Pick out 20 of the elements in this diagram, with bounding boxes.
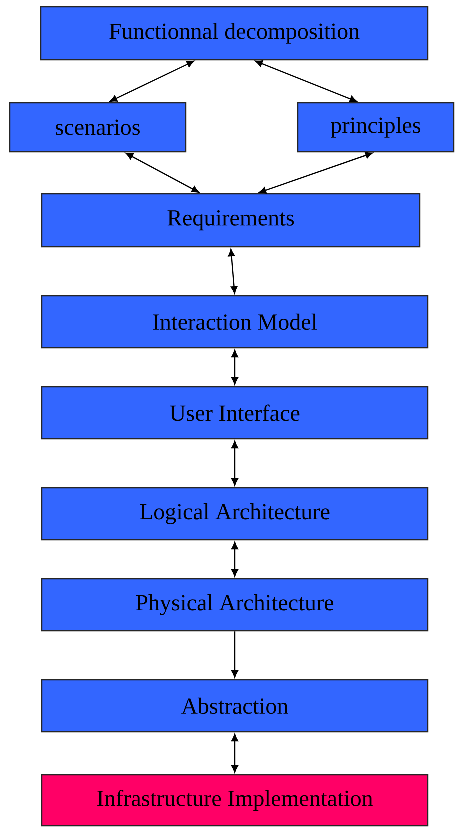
process-box: Physical Architecture xyxy=(41,578,429,632)
process-box: Abstraction xyxy=(41,679,429,733)
process-box: Requirements xyxy=(41,193,421,248)
arrow xyxy=(126,153,200,193)
arrow xyxy=(258,152,374,194)
process-box: Logical Architecture xyxy=(41,487,429,541)
arrow xyxy=(232,350,238,385)
arrow xyxy=(232,441,238,486)
process-box: scenarios xyxy=(9,102,187,153)
arrow xyxy=(232,542,238,577)
arrow xyxy=(228,249,238,294)
arrow xyxy=(232,632,238,678)
process-box: Interaction Model xyxy=(41,295,429,349)
process-box: Functionnal decomposition xyxy=(40,6,429,61)
arrow xyxy=(255,60,358,103)
process-box: User Interface xyxy=(41,386,429,440)
process-box: principles xyxy=(297,102,455,153)
arrow xyxy=(232,734,238,773)
arrow xyxy=(110,60,194,102)
highlighted-box: Infrastructure Implementation xyxy=(41,774,429,827)
